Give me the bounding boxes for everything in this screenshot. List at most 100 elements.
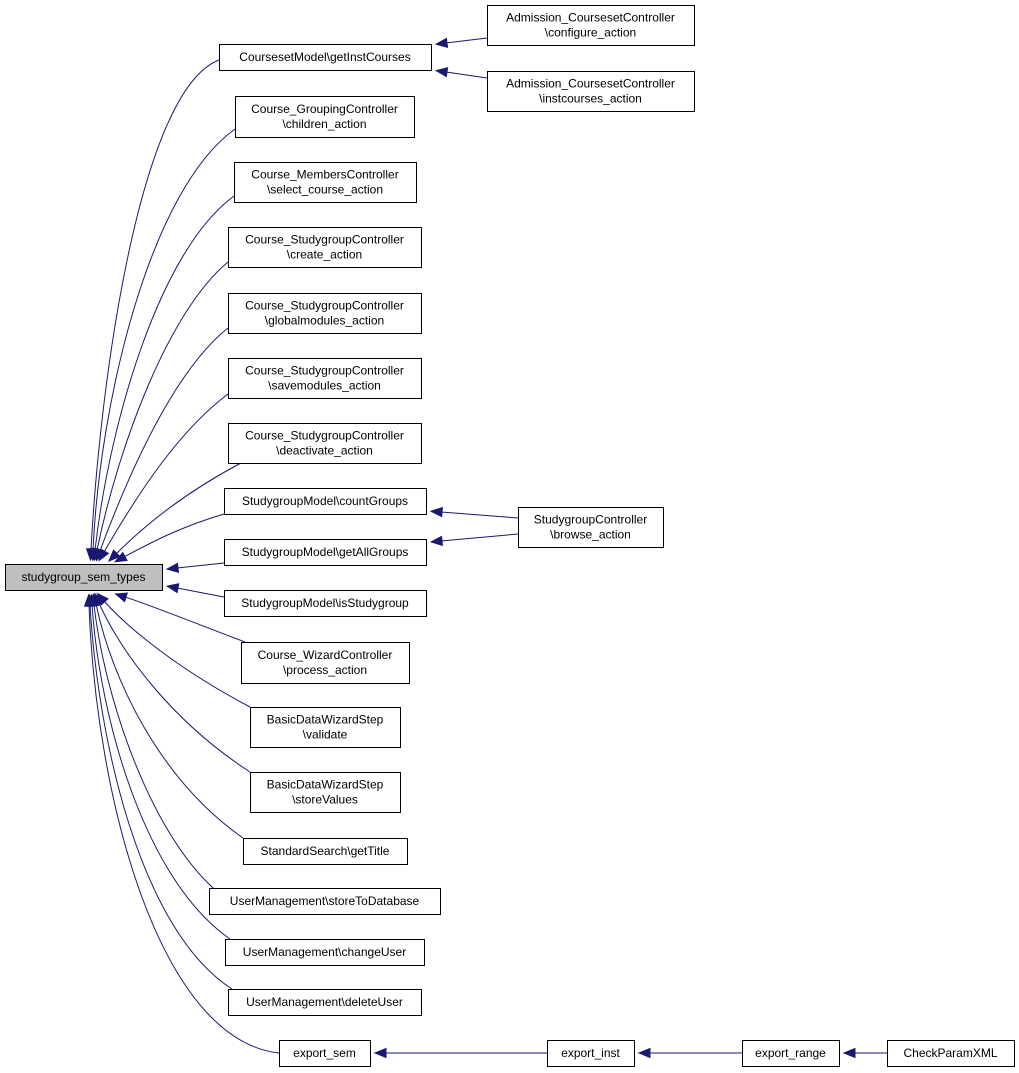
edge-scb-to-sma — [440, 533, 519, 542]
node-box — [228, 989, 422, 1016]
node-box — [487, 5, 695, 46]
arrowhead-cwp-to-root — [114, 592, 129, 603]
node-label: Course_StudygroupController — [245, 299, 404, 313]
node-course-wizardcontroller-process-action[interactable]: Course_WizardController\process_action — [241, 642, 410, 684]
node-admission-coursesetcontroller-instcourses-action[interactable]: Admission_CoursesetController\instcourse… — [487, 71, 695, 112]
node-box — [250, 707, 401, 748]
node-label: \configure_action — [545, 26, 636, 40]
edge-gic-to-root — [90, 59, 220, 551]
node-course-studygroupcontroller-create-action[interactable]: Course_StudygroupController\create_actio… — [228, 227, 422, 268]
node-label: \savemodules_action — [268, 379, 381, 393]
node-label: \create_action — [287, 248, 362, 262]
arrowhead-exr-to-exi — [637, 1047, 651, 1059]
edge-ums-to-root — [93, 604, 214, 889]
node-label: \validate — [303, 728, 348, 742]
edge-acc-to-gic — [445, 37, 488, 44]
node-label: CheckParamXML — [903, 1046, 997, 1060]
node-label: StudygroupModel\getAllGroups — [242, 545, 409, 559]
node-course-studygroupcontroller-deactivate-action[interactable]: Course_StudygroupController\deactivate_a… — [228, 423, 422, 464]
node-usermanagement-deleteuser[interactable]: UserManagement\deleteUser — [228, 989, 422, 1016]
node-label: export_inst — [561, 1046, 620, 1060]
edge-csc-to-root — [96, 261, 229, 551]
node-label: \globalmodules_action — [265, 314, 384, 328]
node-studygroupmodel-isstudygroup[interactable]: StudygroupModel\isStudygroup — [224, 590, 427, 617]
node-label: BasicDataWizardStep — [267, 713, 384, 727]
call-graph-edges — [83, 37, 887, 1059]
node-box — [235, 96, 415, 138]
node-label: Course_StudygroupController — [245, 364, 404, 378]
node-box — [228, 227, 422, 268]
arrowhead-scb-to-smc — [429, 506, 443, 518]
node-label: UserManagement\storeToDatabase — [230, 894, 420, 908]
node-course-memberscontroller-select-course-action[interactable]: Course_MembersController\select_course_a… — [234, 162, 417, 203]
edge-csg-to-root — [99, 327, 229, 552]
node-studygroupmodel-countgroups[interactable]: StudygroupModel\countGroups — [224, 488, 427, 515]
node-usermanagement-storetodatabase[interactable]: UserManagement\storeToDatabase — [209, 888, 441, 915]
node-studygroup-sem-types[interactable]: studygroup_sem_types — [5, 564, 163, 591]
node-basicdatawizardstep-validate[interactable]: BasicDataWizardStep\validate — [250, 707, 401, 748]
node-box — [518, 507, 664, 548]
node-box — [241, 642, 410, 684]
node-box — [228, 423, 422, 464]
node-studygroupcontroller-browse-action[interactable]: StudygroupController\browse_action — [518, 507, 664, 548]
node-label: \storeValues — [292, 793, 358, 807]
edge-ssg-to-root — [95, 603, 244, 839]
node-coursesetmodel-getinstcourses[interactable]: CoursesetModel\getInstCourses — [219, 44, 432, 71]
node-box — [887, 1040, 1015, 1067]
node-studygroupmodel-getallgroups[interactable]: StudygroupModel\getAllGroups — [224, 539, 427, 566]
node-label: \children_action — [282, 117, 366, 131]
node-box — [228, 293, 422, 334]
node-box — [742, 1040, 840, 1067]
node-box — [228, 358, 422, 399]
arrowhead-csd-to-root — [107, 549, 121, 563]
node-label: Course_WizardController — [258, 648, 393, 662]
node-label: \instcourses_action — [539, 92, 642, 106]
node-export-inst[interactable]: export_inst — [547, 1040, 635, 1067]
edge-csd-to-root — [115, 462, 242, 555]
node-label: StudygroupModel\isStudygroup — [241, 596, 409, 610]
node-box — [279, 1040, 371, 1067]
arrowhead-exs-to-root — [83, 593, 95, 607]
node-box — [224, 590, 427, 617]
node-box — [219, 44, 432, 71]
node-label: StandardSearch\getTitle — [261, 844, 390, 858]
node-box — [487, 71, 695, 112]
node-label: \browse_action — [550, 528, 631, 542]
arrowhead-css-to-root — [98, 548, 110, 562]
node-box — [243, 838, 408, 865]
node-box — [234, 162, 417, 203]
node-standardsearch-gettitle[interactable]: StandardSearch\getTitle — [243, 838, 408, 865]
node-admission-coursesetcontroller-configure-action[interactable]: Admission_CoursesetController\configure_… — [487, 5, 695, 46]
node-label: Course_MembersController — [251, 168, 398, 182]
node-checkparamxml[interactable]: CheckParamXML — [887, 1040, 1015, 1067]
node-box — [209, 888, 441, 915]
node-box — [224, 539, 427, 566]
edge-smc-to-root — [123, 513, 225, 558]
node-usermanagement-changeuser[interactable]: UserManagement\changeUser — [225, 939, 425, 966]
arrowhead-cpx-to-exr — [842, 1047, 856, 1059]
node-label: \process_action — [283, 663, 367, 677]
edge-css-to-root — [103, 393, 229, 553]
edge-aic-to-gic — [445, 71, 488, 79]
arrowhead-scb-to-sma — [429, 535, 443, 547]
node-label: export_sem — [293, 1046, 356, 1060]
edge-exs-to-root — [88, 604, 280, 1054]
node-label: \deactivate_action — [276, 444, 373, 458]
node-course-studygroupcontroller-savemodules-action[interactable]: Course_StudygroupController\savemodules_… — [228, 358, 422, 399]
call-graph-nodes: studygroup_sem_types CoursesetModel\getIn… — [5, 5, 1015, 1067]
node-course-studygroupcontroller-globalmodules-action[interactable]: Course_StudygroupController\globalmodule… — [228, 293, 422, 334]
edge-cgc-to-root — [92, 128, 236, 551]
node-basicdatawizardstep-storevalues[interactable]: BasicDataWizardStep\storeValues — [250, 772, 401, 813]
node-export-sem[interactable]: export_sem — [279, 1040, 371, 1067]
arrowhead-smc-to-root — [114, 551, 128, 563]
edge-umd-to-root — [89, 604, 233, 990]
node-box — [5, 564, 163, 591]
node-label: CoursesetModel\getInstCourses — [239, 50, 410, 64]
node-label: StudygroupController — [534, 513, 647, 527]
node-label: studygroup_sem_types — [21, 570, 145, 584]
node-export-range[interactable]: export_range — [742, 1040, 840, 1067]
node-course-groupingcontroller-children-action[interactable]: Course_GroupingController\children_actio… — [235, 96, 415, 138]
node-label: StudygroupModel\countGroups — [242, 494, 408, 508]
edge-cmc-to-root — [94, 195, 235, 551]
